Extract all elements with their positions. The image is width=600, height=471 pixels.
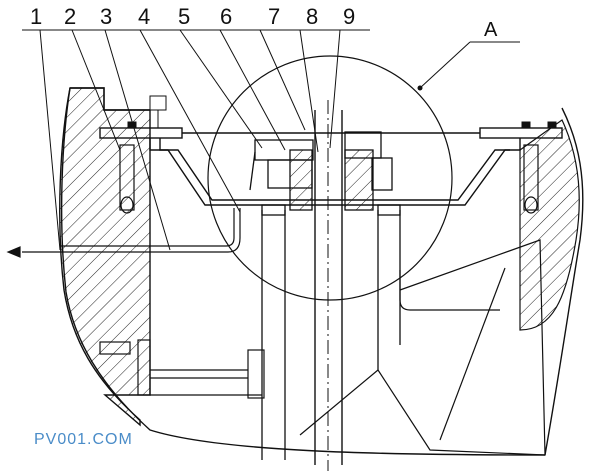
detail-a-leader xyxy=(419,41,471,89)
part-label-7: 7 xyxy=(268,4,280,29)
part-label-9: 9 xyxy=(343,4,355,29)
leader-lines xyxy=(22,29,370,251)
springs xyxy=(119,144,539,214)
top-plate xyxy=(99,127,563,206)
tubes xyxy=(261,204,401,460)
part-label-8: 8 xyxy=(306,4,318,29)
shaft xyxy=(314,100,343,471)
chute xyxy=(299,239,546,456)
part-label-5: 5 xyxy=(178,4,190,29)
detail-label-a: A xyxy=(484,19,498,41)
detail-circle-a xyxy=(207,55,453,301)
seal-assembly xyxy=(249,131,393,211)
bolts xyxy=(127,95,557,129)
part-label-4: 4 xyxy=(138,4,150,29)
casing xyxy=(59,87,584,456)
lower-bracket xyxy=(99,339,265,399)
watermark: PV001.COM xyxy=(34,431,133,448)
part-label-3: 3 xyxy=(100,4,112,29)
outlet-pipe xyxy=(6,208,241,258)
part-label-1: 1 xyxy=(30,4,42,29)
part-label-6: 6 xyxy=(220,4,232,29)
part-label-2: 2 xyxy=(64,4,76,29)
